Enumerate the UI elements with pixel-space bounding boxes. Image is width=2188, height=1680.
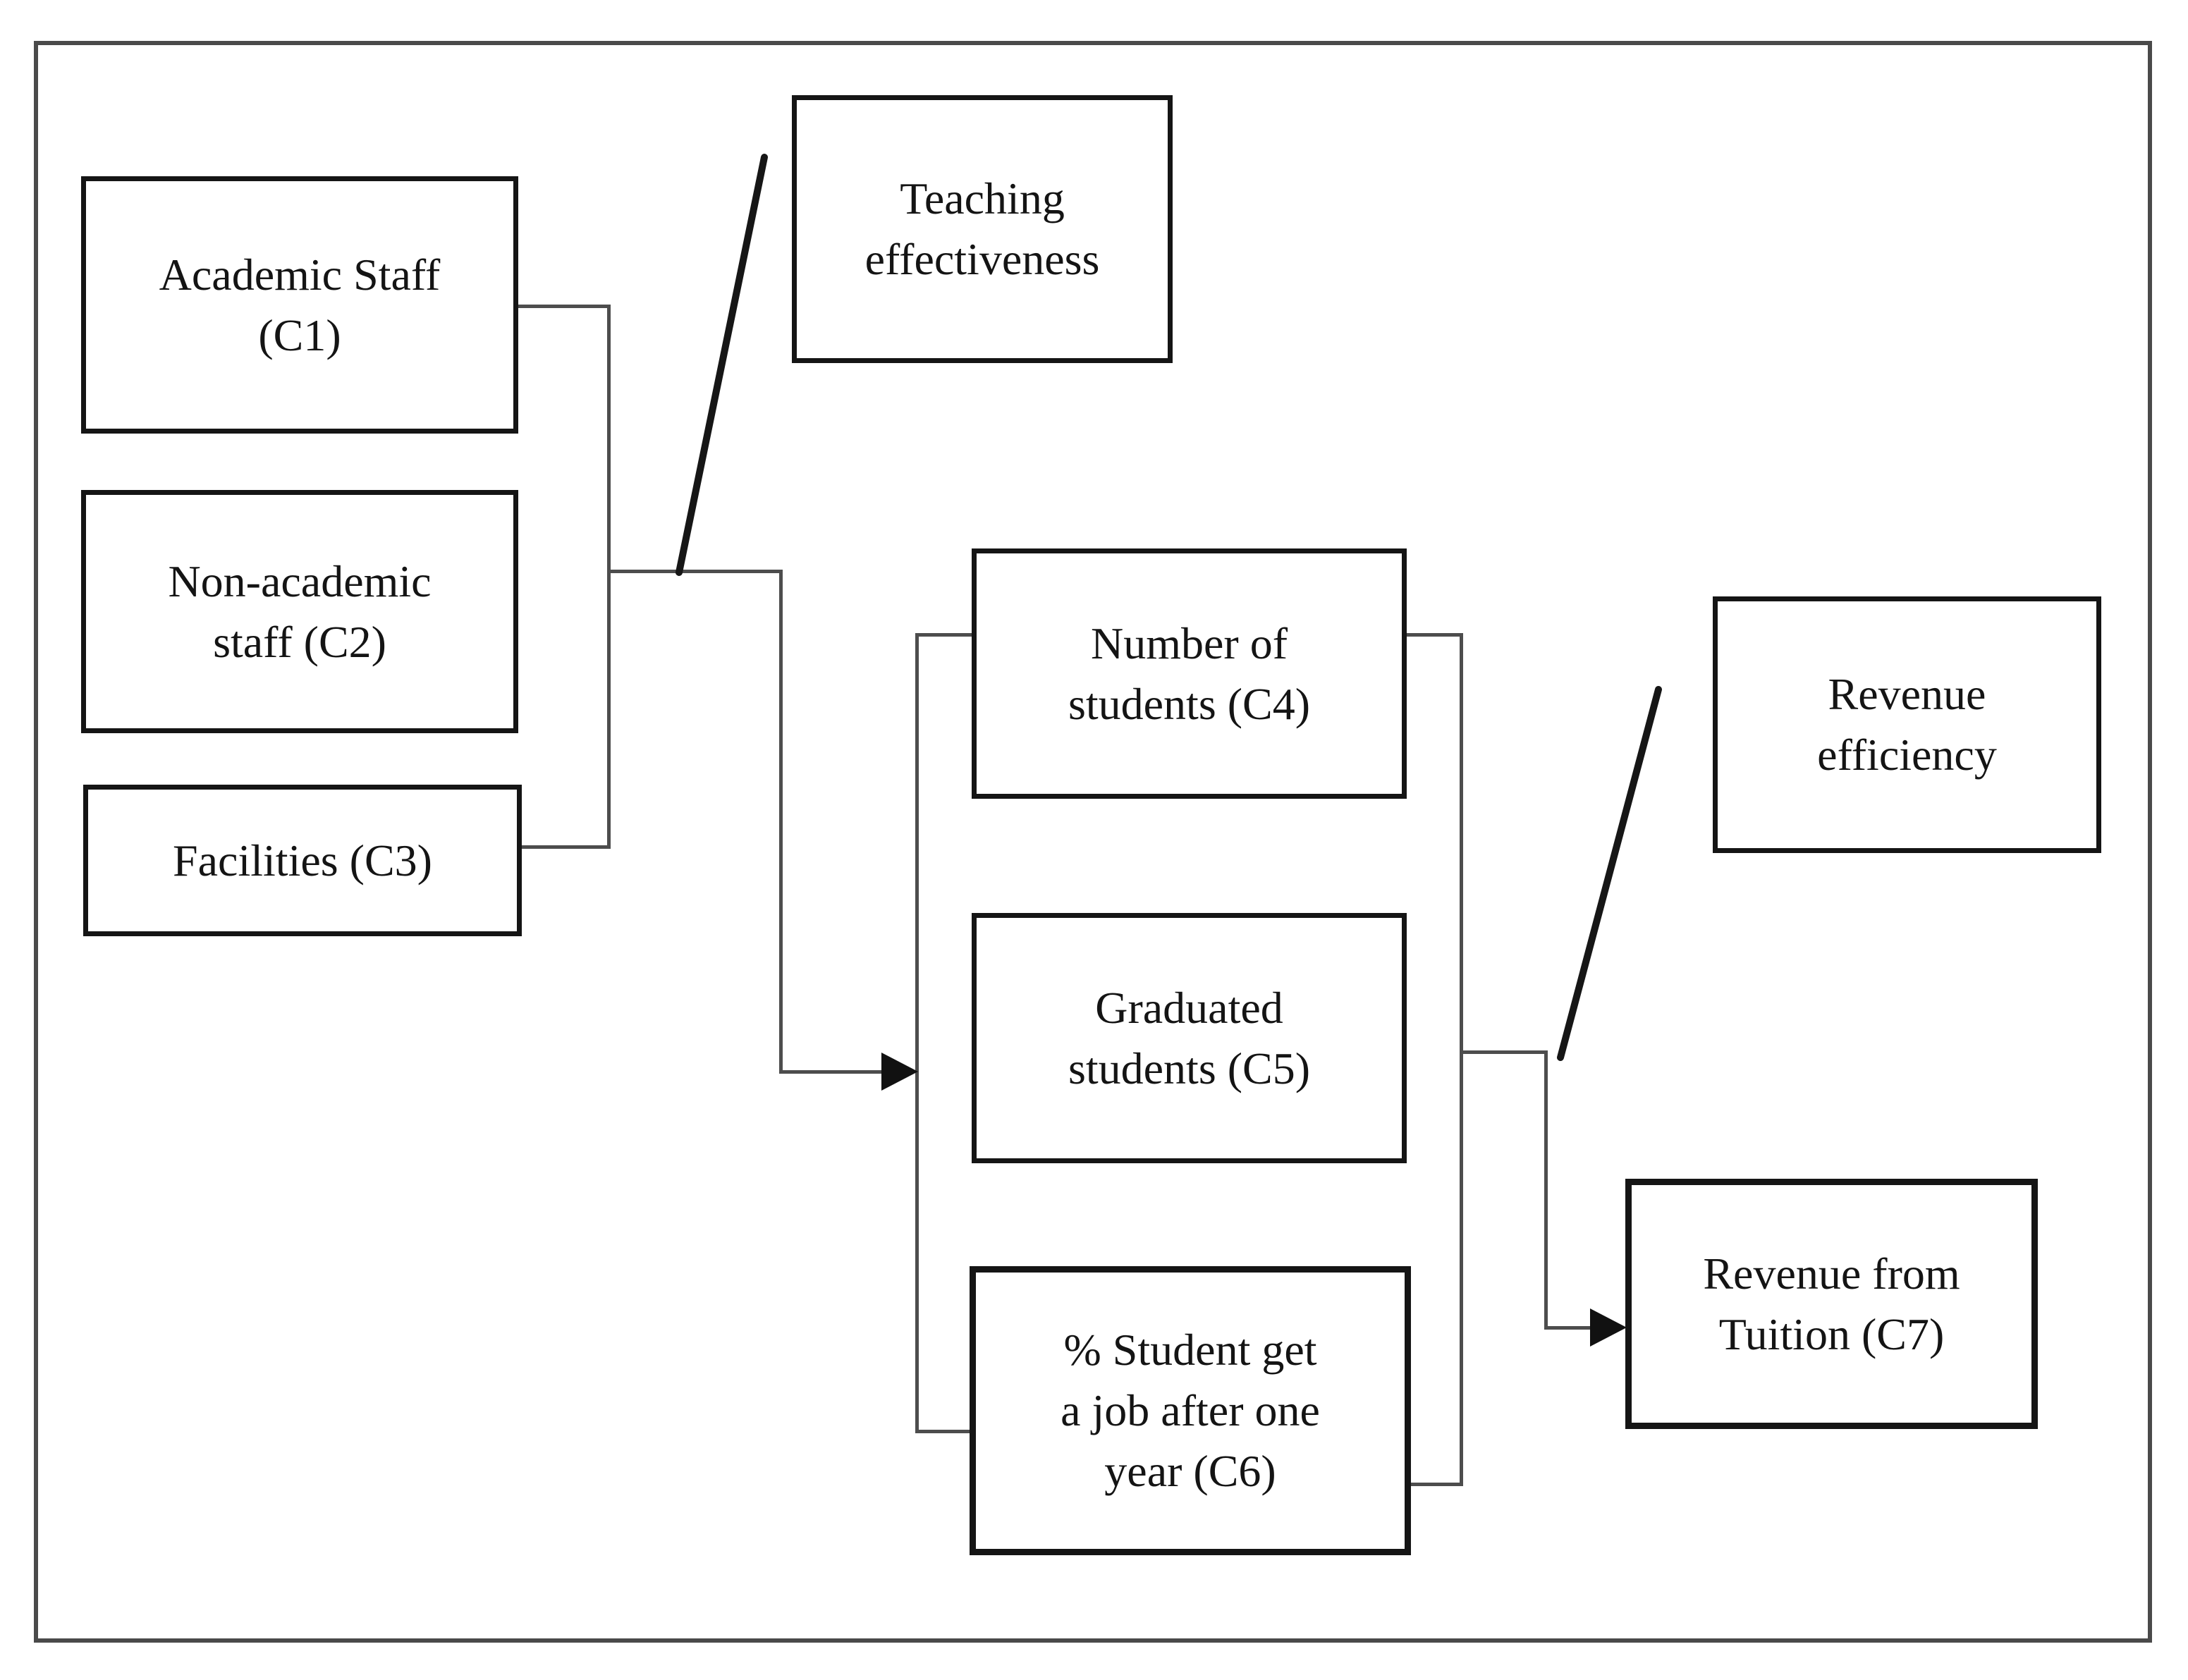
node-label: Non-academic (168, 556, 432, 606)
node-c3-facilities: Facilities (C3) (83, 785, 522, 936)
revenue-efficiency-pointer-line (1557, 686, 1662, 1061)
connector-c6-left-stub (915, 1430, 973, 1433)
node-c4-number-of-students: Number of students (C4) (972, 548, 1407, 799)
node-label: staff (C2) (213, 616, 386, 667)
node-c7-revenue-from-tuition: Revenue from Tuition (C7) (1625, 1179, 2038, 1429)
node-label: Revenue (1828, 669, 1986, 720)
node-label: Facilities (C3) (173, 835, 432, 885)
node-label: Tuition (C7) (1718, 1308, 1945, 1359)
arrowhead-icon (881, 1053, 918, 1091)
connector-left-bracket (607, 305, 611, 849)
arrowhead-icon (1590, 1308, 1627, 1347)
connector-arrow1-shaft (779, 1070, 885, 1074)
connector-branch-horizontal (607, 570, 783, 573)
node-label: Teaching (900, 173, 1065, 224)
connector-c6-right-stub (1407, 1483, 1463, 1486)
connector-middle-left-bracket (915, 633, 919, 1433)
node-revenue-efficiency: Revenue efficiency (1713, 596, 2101, 853)
node-label: students (C4) (1068, 678, 1311, 729)
teaching-effectiveness-pointer-line (676, 154, 768, 576)
node-c2-non-academic-staff: Non-academic staff (C2) (81, 490, 518, 733)
node-label: Academic Staff (159, 249, 441, 300)
node-c5-graduated-students: Graduated students (C5) (972, 913, 1407, 1163)
connector-tjunction-horizontal (1460, 1050, 1548, 1054)
connector-arrow2-shaft (1544, 1326, 1594, 1330)
node-label: effectiveness (864, 234, 1100, 284)
diagram-border (34, 41, 2152, 1643)
node-label: efficiency (1817, 730, 1997, 780)
node-label: Graduated (1095, 982, 1283, 1033)
connector-c4-right-stub (1403, 633, 1463, 637)
node-label: Revenue from (1703, 1248, 1960, 1299)
connector-c3-stub (522, 845, 611, 849)
node-teaching-effectiveness: Teaching effectiveness (792, 95, 1173, 363)
node-label: students (C5) (1068, 1043, 1311, 1093)
node-label: Number of (1090, 618, 1288, 668)
connector-c7-drop (1544, 1050, 1548, 1330)
connector-c4-left-stub (915, 633, 975, 637)
connector-branch-drop (779, 570, 783, 1074)
node-label: year (C6) (1104, 1445, 1276, 1496)
node-c6-students-get-job: % Student get a job after one year (C6) (970, 1266, 1411, 1555)
connector-middle-right-bracket (1460, 633, 1463, 1486)
node-label: (C1) (258, 309, 341, 360)
node-label: a job after one (1061, 1385, 1320, 1436)
node-c1-academic-staff: Academic Staff (C1) (81, 176, 518, 434)
connector-c1-stub (518, 305, 609, 308)
node-label: % Student get (1063, 1325, 1317, 1375)
